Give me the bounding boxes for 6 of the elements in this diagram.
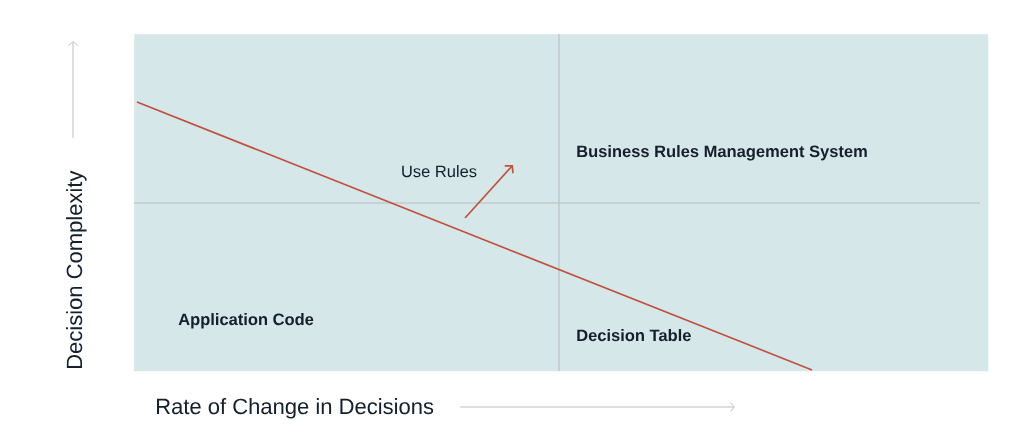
quadrant-label: Use Rules xyxy=(402,165,477,178)
quadrant-label: Decision Table xyxy=(577,329,691,342)
quadrant-label: Application Code xyxy=(178,313,314,329)
axis-title: Rate of Change in Decisions xyxy=(157,398,434,419)
quadrant-label: Business Rules Management System xyxy=(577,145,867,161)
axis-title: Decision Complexity xyxy=(66,170,87,368)
